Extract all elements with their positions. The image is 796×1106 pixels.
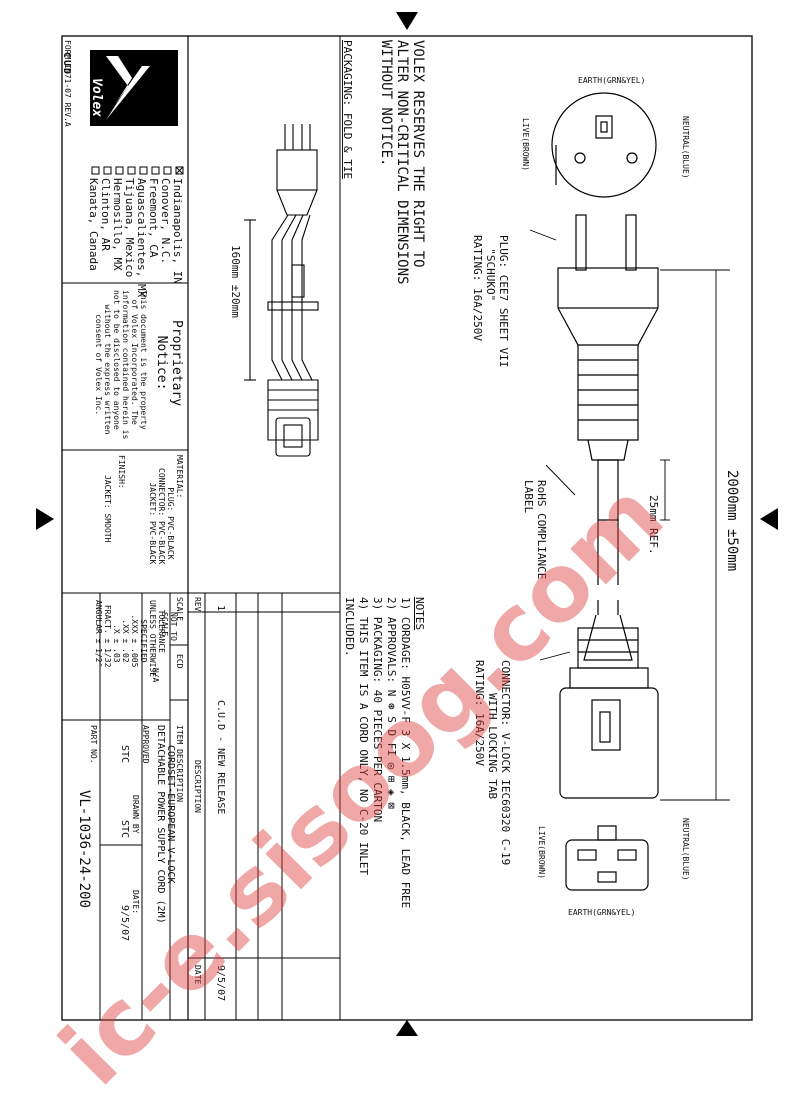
approved-label: APPROVED (141, 725, 150, 764)
drawn-by: STC (119, 820, 130, 839)
disclaimer-text: VOLEX RESERVES THE RIGHT TO ALTER NON-CR… (378, 40, 426, 285)
description-column-label: DESCRIPTION (193, 760, 202, 813)
rev-date: 9/5/07 (215, 965, 226, 1002)
approved-by: STC (119, 745, 130, 764)
location-tijuana: Tijuana, Mexico (123, 178, 136, 278)
division-label: CUD (61, 52, 72, 77)
plug-neutral-label: NEUTRAL(BLUE) (681, 116, 690, 179)
connector-side-view (559, 614, 659, 799)
right-arrow-marker (760, 508, 778, 530)
note-1: 1) CORDAGE: H05VV-F 3 X 1.5mm, BLACK, LE… (399, 597, 412, 909)
label-offset-dimension: 25mm REF. (647, 495, 660, 555)
location-hermosillo: Hermosillo, MX (111, 178, 124, 271)
plug-side-view (557, 214, 659, 615)
ecd-label: ECD (175, 654, 184, 669)
location-aguascalientes: Aguascalientes, MX (135, 178, 148, 298)
plug-live-label: LIVE(BROWN) (521, 118, 530, 171)
bottom-arrow-marker (396, 1020, 418, 1036)
item-description-label: ITEM DESCRIPTION (175, 725, 184, 803)
tolerance-block: TOLERANCE UNLESS OTHERWISE SPECIFIED .XX… (94, 600, 166, 678)
left-arrow-marker (36, 508, 54, 530)
note-4-continued: INCLUDED. (343, 597, 356, 657)
connector-face-view (565, 825, 649, 891)
rev-label: REV (193, 597, 202, 612)
location-freemont: Freemont, CA (147, 178, 160, 258)
packaging-dimension: 160mm ±20mm (229, 245, 242, 318)
location-checkboxes (91, 166, 184, 175)
logo-text: Volex (89, 78, 104, 118)
dimension-lines (529, 229, 730, 801)
notes-title: NOTES (413, 597, 426, 631)
packaging-label: PACKAGING: FOLD & TIE (341, 40, 354, 180)
rev-value: 1 (215, 605, 226, 612)
volex-logo-mark (106, 56, 150, 120)
top-arrow-marker (396, 12, 418, 30)
plug-earth-label: EARTH(GRN&YEL) (578, 76, 646, 85)
note-4: 4) THIS ITEM IS A CORD ONLY, NO C-20 INL… (357, 597, 370, 876)
finish-label: FINISH: (117, 455, 126, 489)
connector-live-label: LIVE(BROWN) (537, 826, 546, 879)
part-number: VL-1036-24-200 (76, 790, 92, 909)
location-clinton: Clinton, AR (99, 178, 112, 251)
note-2: 2) APPROVALS: N ⊛ S D FI ◎ ⊞ ◈ ⊠ (385, 597, 398, 809)
approval-date: 9/5/07 (119, 905, 130, 942)
material-label: MATERIAL: (175, 455, 184, 499)
item-description-line2: DETACHABLE POWER SUPPLY CORD (2M) (155, 725, 166, 924)
overall-length-dimension: 2000mm ±50mm (724, 470, 740, 572)
finish-line: JACKET: SMOOTH (103, 475, 112, 543)
plug-callout: PLUG: CEE7 SHEET VII "SCHUKO" RATING: 16… (471, 235, 510, 368)
connector-callout: CONNECTOR: V-LOCK IEC60320 C-19 WITH LOC… (473, 660, 512, 866)
drawn-by-label: DRAWN BY (131, 795, 140, 834)
volex-logo-box (90, 50, 178, 126)
coiled-cord-drawing (244, 124, 319, 457)
date-label: DATE: (131, 890, 140, 915)
sheet-border (61, 35, 753, 1021)
plug-front-view (551, 92, 657, 198)
proprietary-text: This document is the property of Volex I… (94, 290, 148, 440)
part-no-label: PART NO. (89, 725, 98, 764)
rohs-label-callout: RoHS COMPLIANCE LABEL (522, 480, 548, 580)
material-lines: PLUG: PVC-BLACK CONNECTOR: PVC-BLACK JAC… (148, 468, 175, 565)
proprietary-title: Proprietary Notice: (154, 320, 184, 407)
location-conover: Conover, N.C. (159, 178, 172, 265)
connector-earth-label: EARTH(GRN&YEL) (568, 908, 636, 917)
note-3: 3) PACKAGING: 40 PIECES PER CARTON (371, 597, 384, 823)
date-column-label: DATE (193, 965, 202, 985)
connector-neutral-label: NEUTRAL(BLUE) (681, 818, 690, 881)
rev-description: C.U.D - NEW RELEASE (215, 700, 226, 815)
location-indianapolis: Indianapolis, IN (171, 178, 184, 284)
drawing-sheet (36, 12, 778, 1036)
location-kanata: Kanata, Canada (87, 178, 100, 271)
